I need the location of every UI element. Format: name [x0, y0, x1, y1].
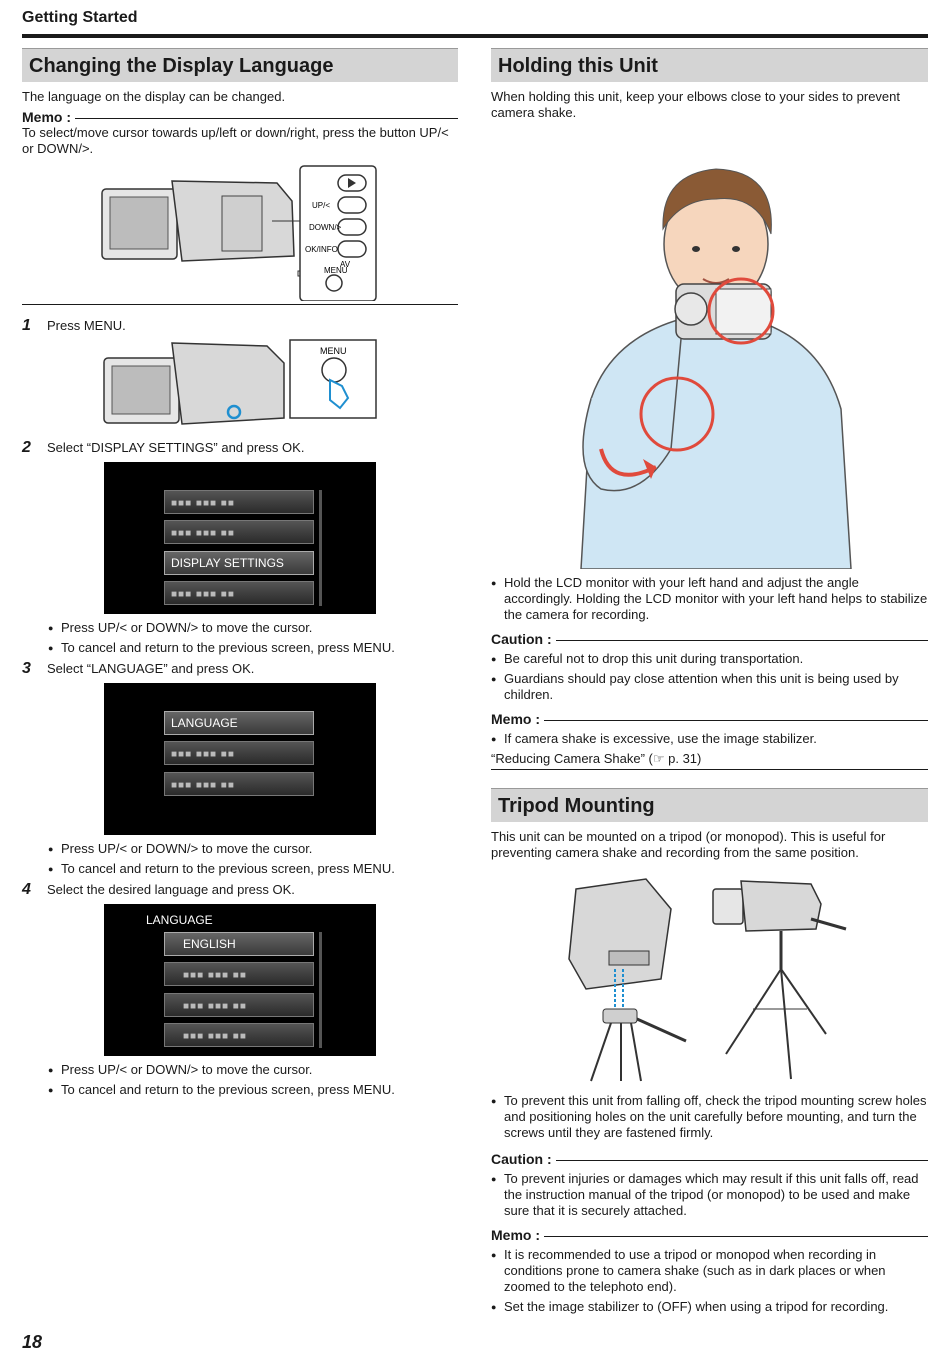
down-button-label: DOWN/>: [309, 223, 342, 232]
av-label: AV: [340, 260, 351, 269]
memo-heading: Memo :: [22, 109, 458, 125]
holding-memo: If camera shake is excessive, use the im…: [491, 731, 928, 747]
person-holding-camera-illustration: [580, 168, 852, 570]
bullet-move-cursor: Press UP/< or DOWN/> to move the cursor.: [48, 620, 458, 636]
reducing-camera-shake-link[interactable]: “Reducing Camera Shake” (☞ p. 31): [491, 751, 702, 766]
bullet-cancel: To cancel and return to the previous scr…: [48, 640, 458, 656]
step-3: 3 Select “LANGUAGE” and press OK.: [22, 660, 255, 677]
caution-heading: Caution :: [491, 631, 928, 647]
memo-item: It is recommended to use a tripod or mon…: [491, 1247, 928, 1295]
menu-item[interactable]: ■■■ ■■■ ■■: [164, 772, 314, 796]
menu-item[interactable]: ■■■ ■■■ ■■: [164, 520, 314, 544]
section-title-display-language: Changing the Display Language: [22, 48, 458, 82]
step-4-bullets: Press UP/< or DOWN/> to move the cursor.…: [48, 1062, 458, 1098]
bullet-cancel: To cancel and return to the previous scr…: [48, 861, 458, 877]
section-title-tripod: Tripod Mounting: [491, 788, 928, 822]
page-header-title: Getting Started: [22, 9, 138, 26]
menu-label: MENU: [320, 346, 347, 356]
scrollbar[interactable]: [319, 932, 322, 1048]
step-2-bullets: Press UP/< or DOWN/> to move the cursor.…: [48, 620, 458, 656]
divider: [491, 769, 928, 770]
step-4: 4 Select the desired language and press …: [22, 881, 295, 898]
press-menu-diagram: MENU: [22, 338, 458, 430]
step-1: 1 Press MENU.: [22, 317, 126, 334]
memo-heading: Memo :: [491, 1227, 928, 1243]
press-menu-illustration: MENU: [103, 339, 377, 425]
tripod-cautions: To prevent injuries or damages which may…: [491, 1171, 928, 1219]
caution-item: Be careful not to drop this unit during …: [491, 651, 928, 667]
menu-item[interactable]: ■■■ ■■■ ■■: [164, 1023, 314, 1047]
bullet-check-screws: To prevent this unit from falling off, c…: [491, 1093, 928, 1141]
holding-unit-illustration: [491, 149, 928, 570]
menu-button-label: MENU: [324, 266, 348, 275]
menu-item-english[interactable]: ENGLISH: [164, 932, 314, 956]
section-title-holding: Holding this Unit: [491, 48, 928, 82]
bullet-move-cursor: Press UP/< or DOWN/> to move the cursor.: [48, 1062, 458, 1078]
menu-item-language[interactable]: LANGUAGE: [164, 711, 314, 735]
tripod-illustration: [491, 869, 928, 1087]
menu-item[interactable]: ■■■ ■■■ ■■: [164, 490, 314, 514]
right-column: Holding this Unit When holding this unit…: [491, 48, 928, 1315]
lcd-screen-language-list: LANGUAGE ENGLISH ■■■ ■■■ ■■ ■■■ ■■■ ■■ ■…: [104, 904, 376, 1056]
memo-item: Set the image stabilizer to (OFF) when u…: [491, 1299, 928, 1315]
page-header: Getting Started: [22, 10, 928, 38]
caution-item: To prevent injuries or damages which may…: [491, 1171, 928, 1219]
step-2: 2 Select “DISPLAY SETTINGS” and press OK…: [22, 439, 305, 456]
ok-info-button-label: OK/INFO: [305, 245, 338, 254]
menu-item[interactable]: ■■■ ■■■ ■■: [164, 993, 314, 1017]
camcorder-buttons-diagram: UP/< DOWN/> OK/INFO AV MENU: [22, 161, 458, 302]
bullet-move-cursor: Press UP/< or DOWN/> to move the cursor.: [48, 841, 458, 857]
caution-heading: Caution :: [491, 1151, 928, 1167]
bullet-hold-lcd: Hold the LCD monitor with your left hand…: [491, 575, 928, 623]
memo-heading: Memo :: [491, 711, 928, 727]
lcd-heading: LANGUAGE: [146, 913, 213, 927]
scrollbar[interactable]: [319, 490, 322, 606]
menu-item[interactable]: ■■■ ■■■ ■■: [164, 581, 314, 605]
menu-item[interactable]: ■■■ ■■■ ■■: [164, 962, 314, 986]
caution-item: Guardians should pay close attention whe…: [491, 671, 928, 703]
lcd-screen-language: LANGUAGE ■■■ ■■■ ■■ ■■■ ■■■ ■■: [104, 683, 376, 835]
holding-cautions: Be careful not to drop this unit during …: [491, 651, 928, 703]
camcorder-buttons-illustration: UP/< DOWN/> OK/INFO AV MENU: [101, 165, 377, 302]
tripod-memos: It is recommended to use a tripod or mon…: [491, 1247, 928, 1315]
tripod-bullets: To prevent this unit from falling off, c…: [491, 1093, 928, 1141]
page-number: 18: [22, 1332, 43, 1352]
intro-text: The language on the display can be chang…: [22, 89, 286, 104]
menu-item-display-settings[interactable]: DISPLAY SETTINGS: [164, 551, 314, 575]
step-3-bullets: Press UP/< or DOWN/> to move the cursor.…: [48, 841, 458, 877]
divider: [22, 304, 458, 305]
left-column: Changing the Display Language The langua…: [22, 48, 458, 1098]
memo-item: If camera shake is excessive, use the im…: [491, 731, 928, 747]
memo-text: To select/move cursor towards up/left or…: [22, 125, 449, 156]
tripod-mounting-illustration: [568, 878, 847, 1082]
tripod-intro: This unit can be mounted on a tripod (or…: [491, 829, 886, 860]
menu-item[interactable]: ■■■ ■■■ ■■: [164, 741, 314, 765]
holding-intro: When holding this unit, keep your elbows…: [491, 89, 901, 120]
holding-bullets: Hold the LCD monitor with your left hand…: [491, 575, 928, 623]
bullet-cancel: To cancel and return to the previous scr…: [48, 1082, 458, 1098]
lcd-screen-display-settings: ■■■ ■■■ ■■ ■■■ ■■■ ■■ DISPLAY SETTINGS ■…: [104, 462, 376, 614]
up-button-label: UP/<: [312, 201, 330, 210]
